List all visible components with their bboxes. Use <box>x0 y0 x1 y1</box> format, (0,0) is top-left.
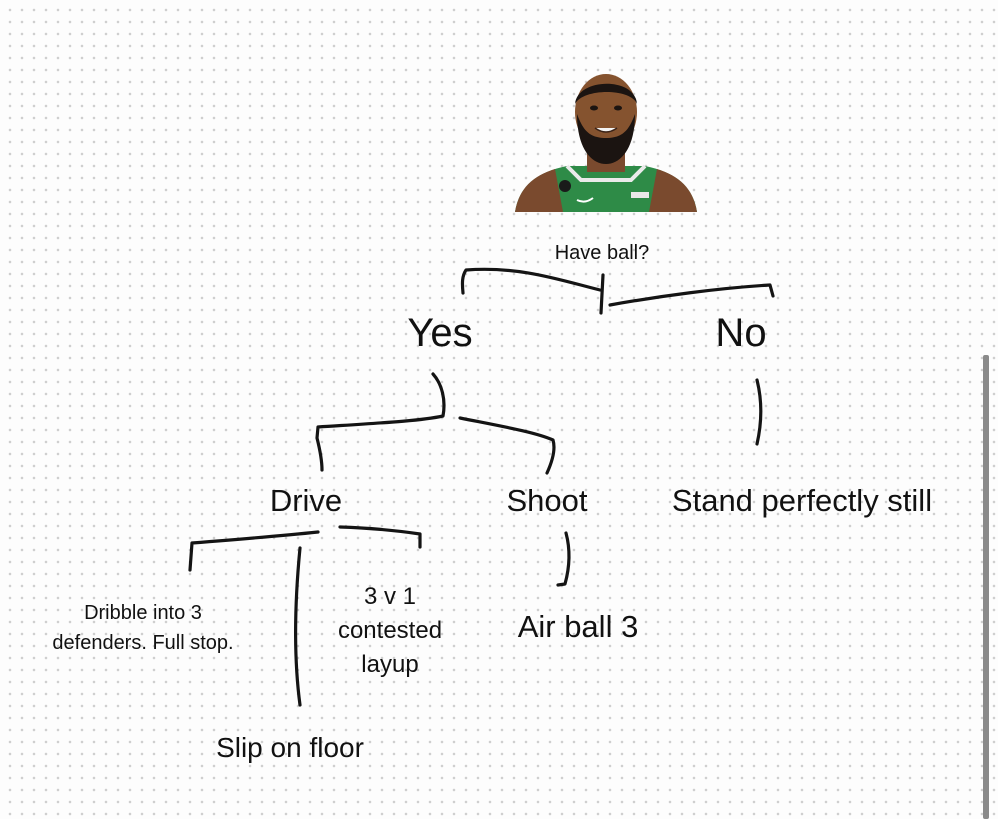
drive-left-line <box>188 530 320 572</box>
yes-stem-line <box>315 372 446 472</box>
shoot-stem-line <box>556 531 571 587</box>
outcome-dribble: Dribble into 3 defenders. Full stop. <box>52 598 233 658</box>
outcome-contested-line-2: contested <box>337 617 443 644</box>
player-photo <box>515 74 697 212</box>
outcome-air-ball: Air ball 3 <box>517 609 639 644</box>
outcome-slip: Slip on floor <box>216 732 364 763</box>
yes-right-line <box>458 416 556 475</box>
drive-center-line <box>293 546 302 707</box>
option-drive-label: Drive <box>269 483 343 518</box>
outcome-dribble-line-2: defenders. Full stop. <box>52 632 234 654</box>
branch-no-label: No <box>715 311 767 355</box>
outcome-contested-line-1: 3 v 1 <box>363 583 417 610</box>
root-bracket-line <box>460 267 602 295</box>
root-question: Have ball? <box>554 242 650 264</box>
root-stem-line <box>599 273 605 315</box>
branch-yes-label: Yes <box>407 311 473 355</box>
no-stem-line <box>755 378 763 446</box>
option-shoot-label: Shoot <box>506 483 588 518</box>
outcome-dribble-line-1: Dribble into 3 <box>84 602 202 624</box>
drive-right-line <box>338 525 422 549</box>
vertical-scrollbar[interactable] <box>983 355 989 819</box>
outcome-contested-layup: 3 v 1 contested layup <box>338 580 442 682</box>
outcome-contested-line-3: layup <box>361 651 419 678</box>
root-right-line <box>608 283 775 307</box>
outcome-stand-still: Stand perfectly still <box>671 483 933 518</box>
